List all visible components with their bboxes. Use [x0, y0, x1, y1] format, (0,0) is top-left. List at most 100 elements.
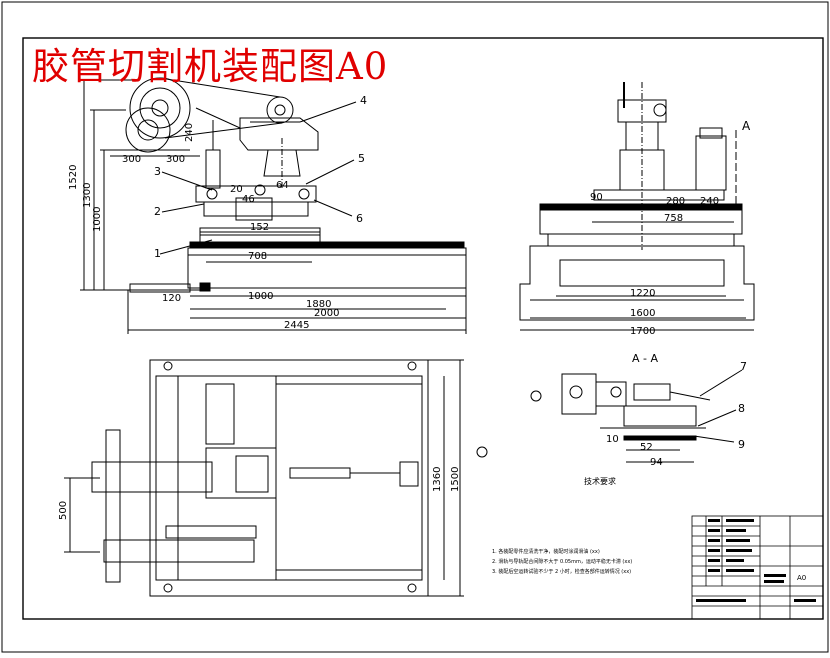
dim-64: 64 — [276, 180, 289, 191]
side-base-box — [559, 259, 725, 287]
balloon-3: 3 — [154, 165, 161, 178]
dim-300b: 300 — [166, 154, 185, 165]
cylinder — [205, 149, 221, 189]
plan-head — [205, 447, 277, 499]
datum-symbol — [476, 446, 488, 458]
end-stop — [199, 282, 211, 292]
motor-block — [239, 117, 319, 151]
side-view: A 90 280 240 758 1220 1600 1700 — [519, 82, 755, 337]
balloon-4: 4 — [360, 94, 367, 107]
dim-90: 90 — [590, 192, 603, 203]
title-block: A0 — [691, 515, 824, 620]
plan-pulley-bar — [105, 429, 121, 583]
balloon-10: 10 — [606, 434, 619, 445]
small-pulley — [266, 96, 294, 124]
title-block-scale: A0 — [797, 574, 806, 582]
plan-cylinder — [289, 467, 351, 479]
dim-2000: 2000 — [314, 308, 339, 319]
carriage-plate — [203, 201, 309, 217]
balloon-5: 5 — [358, 152, 365, 165]
plan-frame-inner — [155, 375, 423, 581]
dim-758: 758 — [664, 213, 683, 224]
balloon-2: 2 — [154, 205, 161, 218]
note-2: 2. 滑轨与导轨配合间隙不大于 0.05mm，运动平稳无卡滞 (xx) — [492, 558, 632, 565]
section-view: A - A 7 8 9 10 52 94 — [530, 352, 747, 468]
plan-column — [205, 383, 235, 445]
roller-mid — [254, 184, 266, 196]
drawing-title: 胶管切割机装配图A0 — [32, 45, 389, 88]
balloon-9: 9 — [738, 438, 745, 451]
roller-right — [298, 188, 310, 200]
lower-pulley-hub — [137, 119, 159, 141]
balloon-6: 6 — [356, 212, 363, 225]
dim-1600: 1600 — [630, 308, 655, 319]
section-datum-symbol — [530, 390, 542, 402]
plan-view: 500 1360 1500 — [58, 359, 488, 597]
rail — [189, 241, 465, 249]
plan-belt-arm — [91, 461, 213, 493]
title-block-text-marks — [696, 519, 816, 602]
bolt-1 — [163, 361, 173, 371]
tower — [695, 135, 727, 191]
dim-300a: 300 — [122, 154, 141, 165]
note-1: 1. 各装配零件应清洗干净，装配时涂润滑油 (xx) — [492, 548, 600, 555]
dim-v1520: 1520 — [68, 165, 79, 190]
section-pin — [610, 386, 622, 398]
dim-v500: 500 — [58, 501, 69, 520]
tech-requirements: 技术要求 1. 各装配零件应清洗干净，装配时涂润滑油 (xx) 2. 滑轨与导轨… — [492, 476, 632, 575]
leader-6 — [313, 199, 353, 217]
section-label: A - A — [632, 352, 658, 365]
side-bed — [519, 245, 755, 321]
section-mark-a: A — [742, 119, 751, 133]
belt-top — [159, 77, 281, 98]
section-rod — [669, 391, 711, 401]
section-cylinder — [633, 383, 671, 401]
side-lower-frame — [547, 233, 735, 247]
dim-1700: 1700 — [630, 326, 655, 337]
dim-20: 20 — [230, 184, 243, 195]
machine-bed — [187, 247, 467, 289]
dim-2445: 2445 — [284, 320, 309, 331]
blade-holder — [263, 149, 301, 177]
leader-7 — [699, 369, 743, 397]
dim-120: 120 — [162, 293, 181, 304]
dim-1220: 1220 — [630, 288, 655, 299]
dim-94: 94 — [650, 457, 663, 468]
leader-5 — [305, 159, 355, 185]
lower-pulley — [125, 107, 171, 153]
bolt-3 — [163, 583, 173, 593]
clamp-block — [235, 197, 273, 221]
bolt-4 — [407, 583, 417, 593]
section-rail — [623, 435, 697, 441]
dim-v240: 240 — [184, 123, 195, 142]
tech-heading: 技术要求 — [584, 476, 616, 486]
leader-1 — [159, 239, 213, 255]
dim-1880: 1880 — [306, 299, 331, 310]
large-pulley-mid — [139, 87, 181, 129]
dim-52: 52 — [640, 442, 653, 453]
dim-v1000: 1000 — [92, 207, 103, 232]
front-view: 1520 1300 1000 240 300 300 20 64 46 152 … — [68, 77, 467, 334]
large-pulley-hub — [151, 99, 169, 117]
arm-link — [195, 107, 241, 129]
dim-280: 280 — [666, 196, 685, 207]
plan-frame-outer — [149, 359, 429, 597]
inner-border — [22, 37, 824, 620]
leader-3 — [161, 171, 213, 191]
section-left-block — [561, 373, 597, 415]
dim-240: 240 — [700, 196, 719, 207]
leader-4 — [299, 101, 357, 123]
handwheel — [653, 103, 667, 117]
dim-708: 708 — [248, 251, 267, 262]
note-3: 3. 装配后空运转试验不少于 2 小时，检查各部件运转情况 (xx) — [492, 568, 631, 575]
side-crossbar — [593, 189, 725, 201]
dim-152: 152 — [250, 222, 269, 233]
balloon-1: 1 — [154, 247, 161, 260]
small-pulley-hub — [274, 104, 286, 116]
bed-foot — [129, 283, 191, 293]
section-slide — [623, 405, 697, 427]
leader-9 — [693, 435, 735, 443]
